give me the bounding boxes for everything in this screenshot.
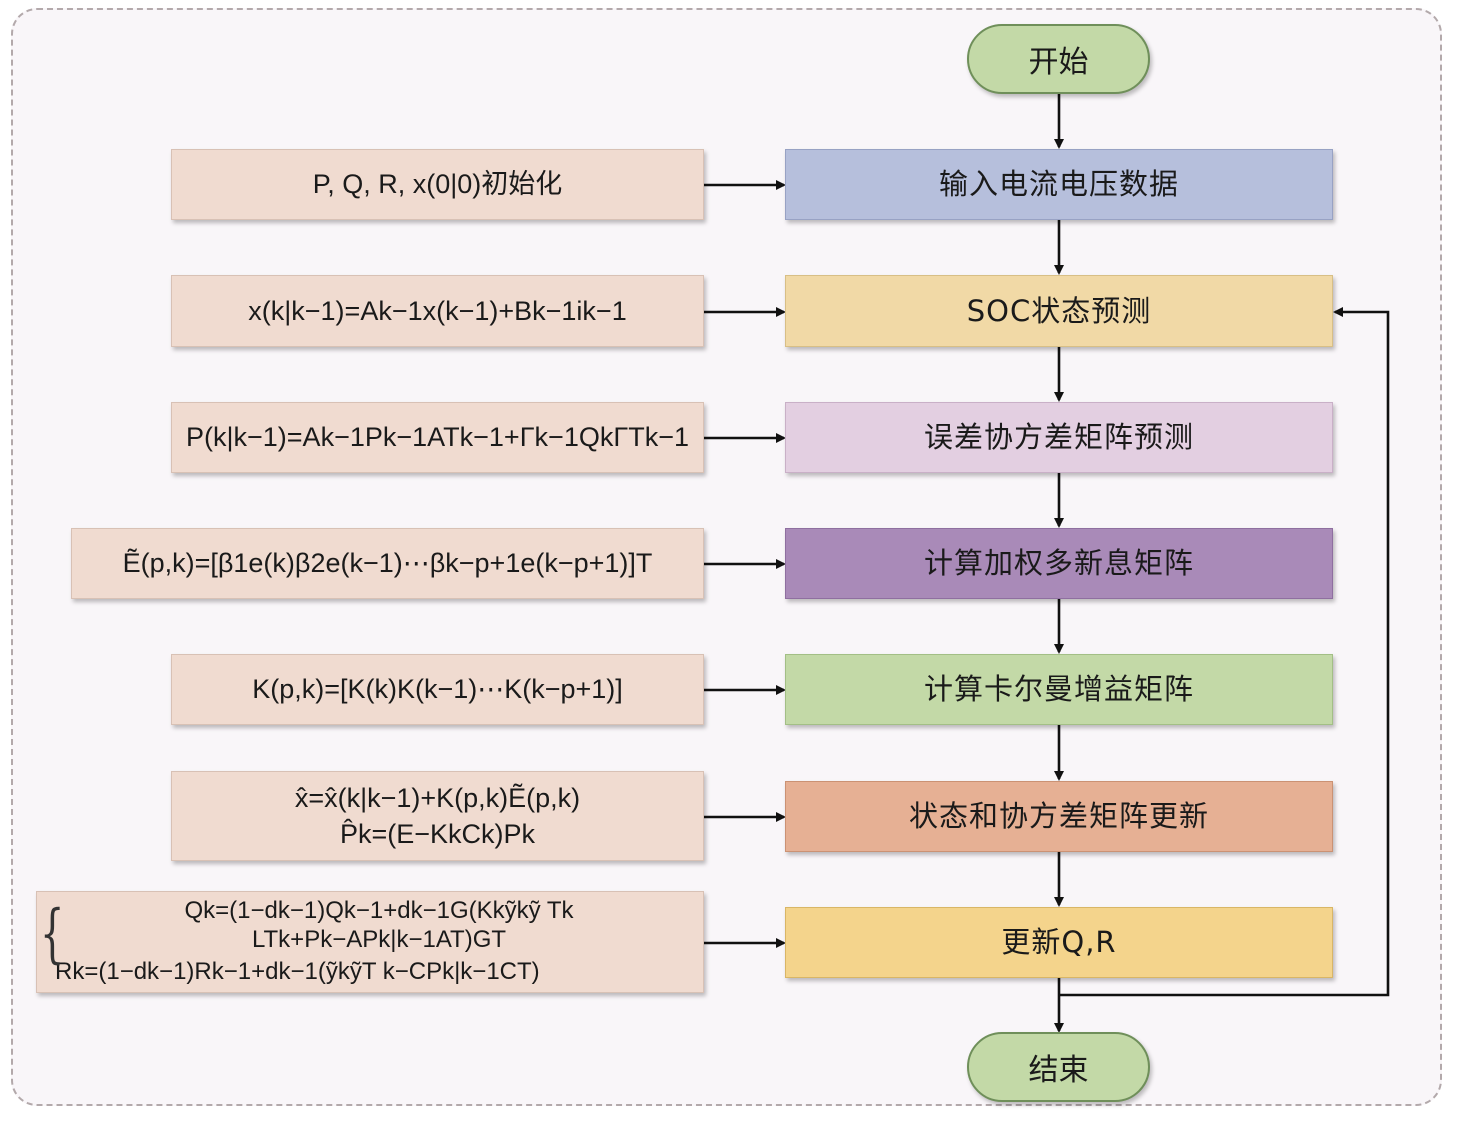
step-input-data: 输入电流电压数据: [785, 149, 1333, 220]
step-state-update: 状态和协方差矩阵更新: [785, 781, 1333, 852]
formula-covariance-prediction: P(k|k−1)=Ak−1Pk−1ATk−1+Γk−1QkΓTk−1: [171, 402, 704, 473]
start-terminal: 开始: [967, 24, 1150, 94]
step-kalman-gain-label: 计算卡尔曼增益矩阵: [923, 672, 1194, 707]
formula-state-prediction: x(k|k−1)=Ak−1x(k−1)+Bk−1ik−1: [171, 275, 704, 347]
end-label: 结束: [1028, 1053, 1089, 1088]
step-weighted-innovation: 计算加权多新息矩阵: [785, 528, 1333, 599]
formula-covariance-prediction-text: P(k|k−1)=Ak−1Pk−1ATk−1+Γk−1QkΓTk−1: [186, 422, 689, 453]
formula-noise-update: Qk=(1−dk−1)Qk−1+dk−1G(Kkỹkỹ Tk LTk+Pk−AP…: [36, 891, 704, 993]
formula-kalman-gain-text: K(p,k)=[K(k)K(k−1)⋯K(k−p+1)]: [252, 674, 623, 705]
brace-icon: {: [40, 897, 65, 971]
formula-kalman-gain: K(p,k)=[K(k)K(k−1)⋯K(k−p+1)]: [171, 654, 704, 725]
formula-state-update: x̂=x̂(k|k−1)+K(p,k)Ẽ(p,k) P̂k=(E−KkCk)Pk: [171, 771, 704, 861]
step-covariance-prediction-label: 误差协方差矩阵预测: [923, 420, 1194, 455]
step-update-qr: 更新Q,R: [785, 907, 1333, 978]
formula-weighted-innovation-text: Ẽ(p,k)=[β1e(k)β2e(k−1)⋯βk−p+1e(k−p+1)]T: [122, 548, 653, 579]
formula-state-update-line1: x̂=x̂(k|k−1)+K(p,k)Ẽ(p,k): [294, 782, 581, 813]
step-soc-prediction-label: SOC状态预测: [966, 293, 1152, 328]
step-input-data-label: 输入电流电压数据: [938, 167, 1179, 202]
end-terminal: 结束: [967, 1032, 1150, 1102]
formula-state-update-line2: P̂k=(E−KkCk)Pk: [339, 819, 536, 849]
formula-init: P, Q, R, x(0|0)初始化: [171, 149, 704, 220]
step-covariance-prediction: 误差协方差矩阵预测: [785, 402, 1333, 473]
formula-weighted-innovation: Ẽ(p,k)=[β1e(k)β2e(k−1)⋯βk−p+1e(k−p+1)]T: [71, 528, 704, 599]
step-state-update-label: 状态和协方差矩阵更新: [908, 799, 1209, 834]
start-label: 开始: [1028, 45, 1089, 80]
step-update-qr-label: 更新Q,R: [1001, 925, 1117, 960]
step-kalman-gain: 计算卡尔曼增益矩阵: [785, 654, 1333, 725]
step-weighted-innovation-label: 计算加权多新息矩阵: [923, 546, 1194, 581]
formula-noise-update-r: Rk=(1−dk−1)Rk−1+dk−1(ỹkỹT k−CPk|k−1CT): [55, 958, 540, 986]
formula-state-prediction-text: x(k|k−1)=Ak−1x(k−1)+Bk−1ik−1: [248, 295, 627, 326]
formula-init-text: P, Q, R, x(0|0)初始化: [312, 169, 563, 200]
formula-noise-update-q: Qk=(1−dk−1)Qk−1+dk−1G(Kkỹkỹ Tk LTk+Pk−AP…: [184, 896, 574, 953]
step-soc-prediction: SOC状态预测: [785, 275, 1333, 347]
